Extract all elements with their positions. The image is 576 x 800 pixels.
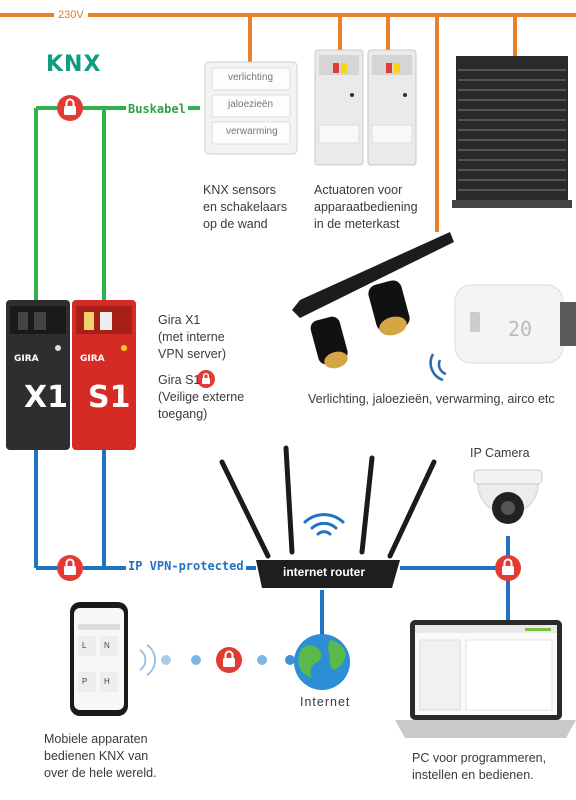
track-spotlights [292,232,454,369]
lock-icon-s1-caption [197,370,215,388]
power-label: 230V [54,9,88,21]
ip-camera [473,469,543,524]
caption-mobile: Mobiele apparaten bedienen KNX van over … [44,732,157,780]
svg-text:20: 20 [508,317,532,341]
ip-vpn-label: IP VPN-protected [126,559,246,573]
router [219,445,437,588]
knx-logo: KNX [46,52,102,77]
laptop [395,620,576,738]
lock-icon-mobile [216,647,242,673]
phone-key-l: L [82,641,87,650]
wireless-waves-thermostat [429,353,447,382]
actuator-2 [367,49,417,166]
window-blinds [452,56,572,208]
x1-model: X1 [24,380,69,415]
wireless-dots [161,655,295,665]
switch-label-heating: verwarming [226,126,278,137]
thermostat: 20 [454,284,576,364]
router-label: internet router [283,565,366,579]
x1-brand: GIRA [14,354,39,364]
globe-icon [294,634,350,690]
caption-pc: PC voor programmeren, instellen en bedie… [412,751,547,782]
phone-key-p: P [82,677,88,686]
actuator-1 [314,49,364,166]
s1-brand: GIRA [80,354,105,364]
lock-icon-camera [495,555,521,581]
bus-cable [34,106,200,305]
caption-sensors: KNX sensors en schakelaars op de wand [203,183,288,231]
caption-gira-x1: Gira X1 (met interne VPN server) [158,313,227,361]
lock-icon-ip [57,555,83,581]
smartphone [70,602,128,716]
phone-key-n: N [104,641,110,650]
gira-x1-device [6,300,70,450]
phone-key-h: H [104,677,110,686]
wireless-waves-phone [139,644,156,676]
caption-ip-camera: IP Camera [470,446,530,460]
caption-internet: Internet [300,695,351,709]
switch-label-lighting: verlichting [228,72,274,83]
switch-label-blinds: jaloezieën [228,99,274,110]
s1-model: S1 [88,380,131,415]
power-line [0,13,576,232]
gira-s1-device [72,300,136,450]
wall-switch [204,61,298,155]
caption-devices: Verlichting, jaloezieën, verwarming, air… [308,392,555,406]
bus-cable-label: Buskabel [126,102,188,116]
caption-actuators: Actuatoren voor apparaatbediening in de … [314,183,418,231]
caption-gira-s1: (Veilige externe toegang) [158,390,245,421]
caption-gira-s1-title: Gira S1 [158,373,201,387]
lock-icon-bus [57,95,83,121]
